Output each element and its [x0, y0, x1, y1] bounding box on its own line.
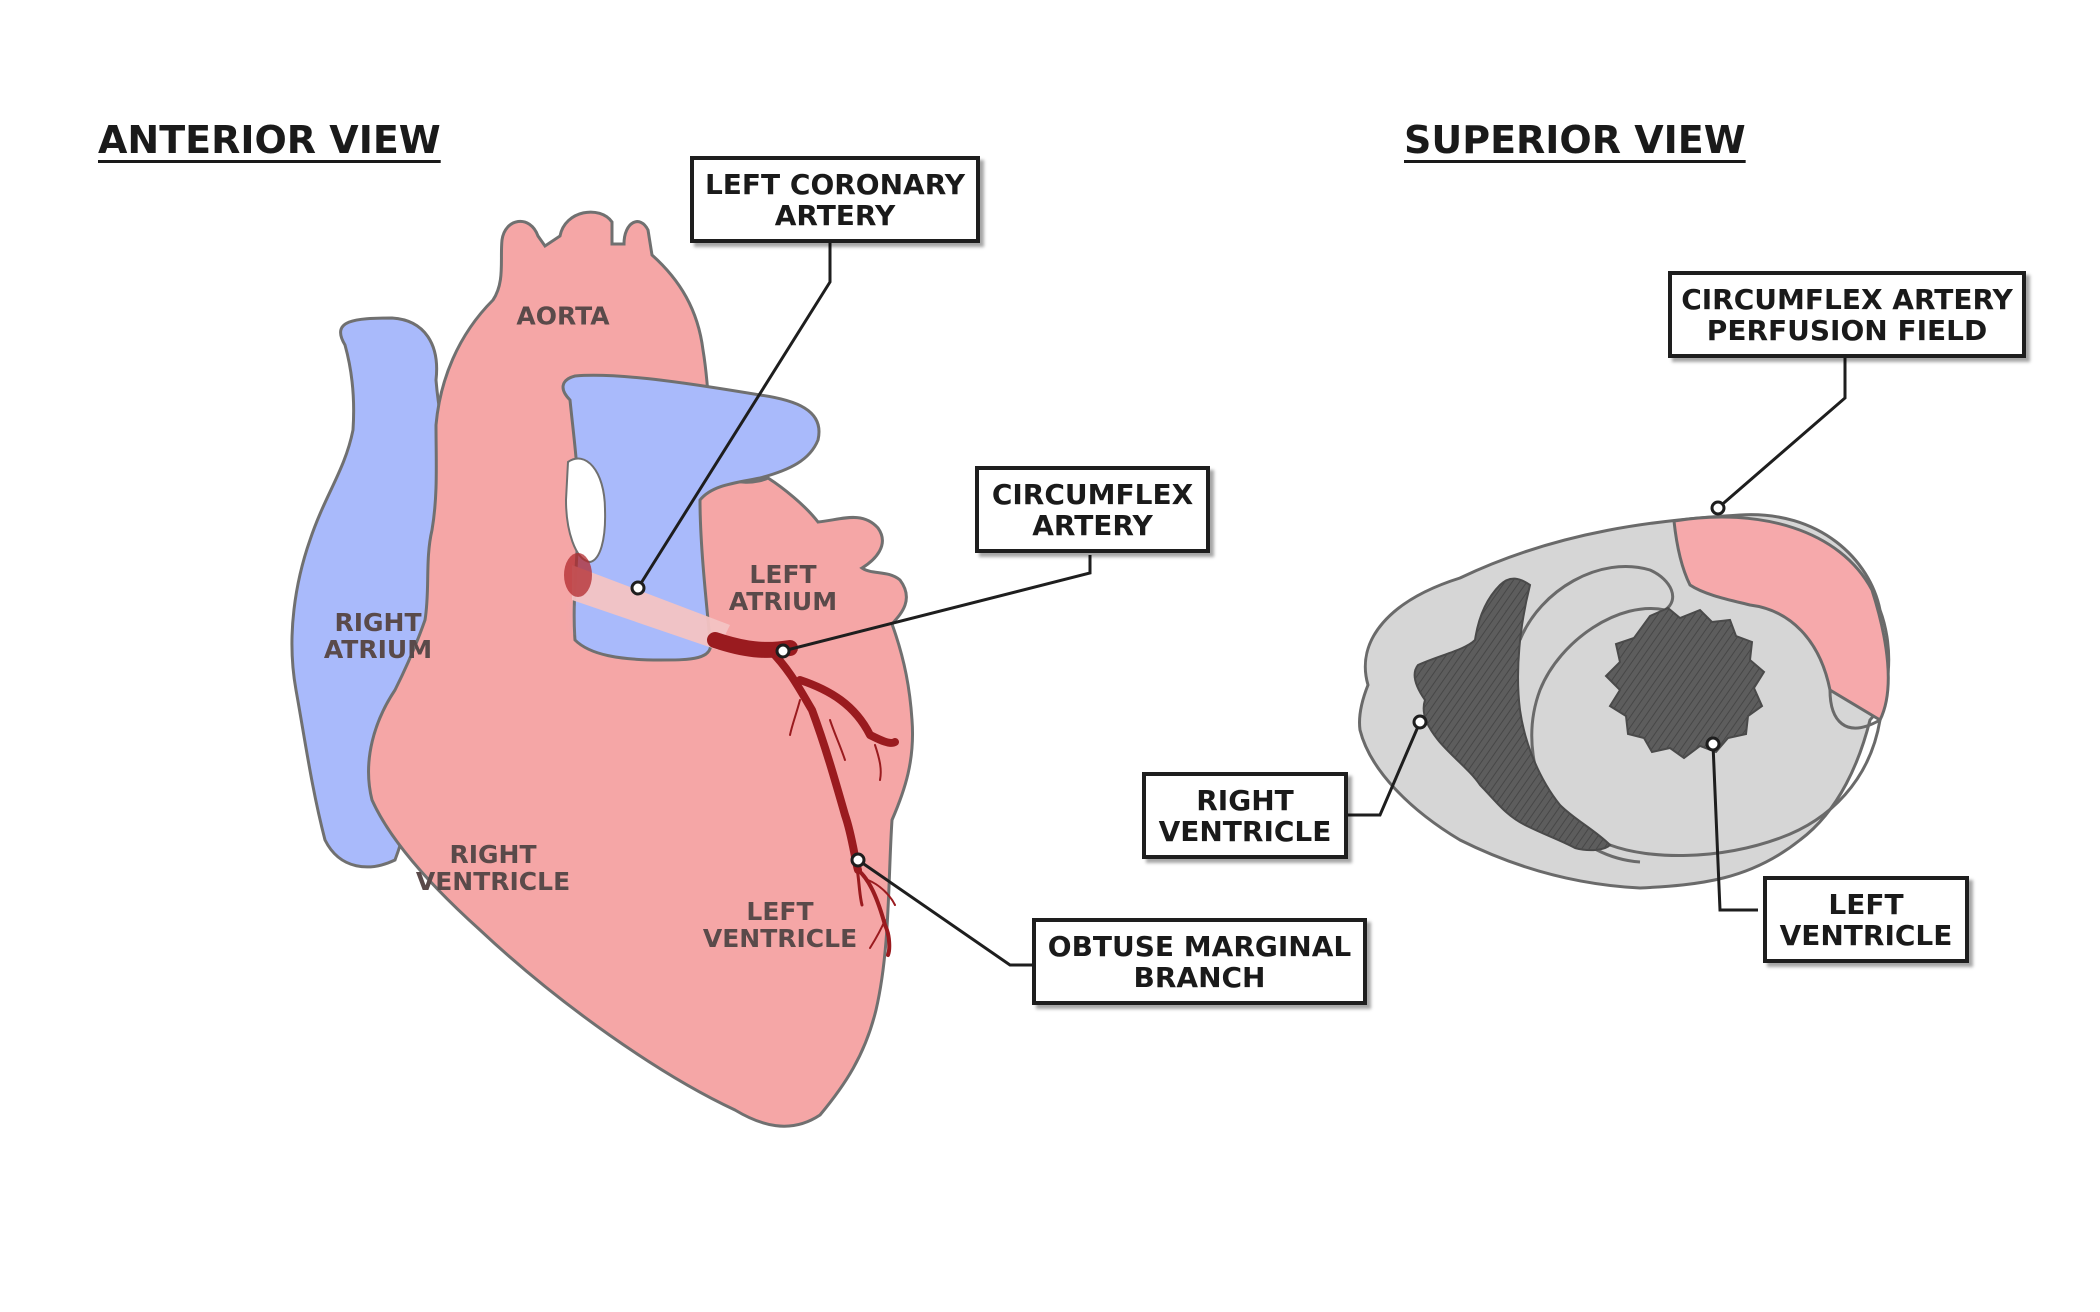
superior-lv-cavity: [1604, 606, 1766, 760]
aortic-root-shadow: [565, 600, 690, 650]
circumflex-artery-vessels: [707, 632, 899, 957]
superior-perfusion-field: [1672, 515, 1890, 723]
label-right-atrium: RIGHT ATRIUM: [323, 608, 433, 664]
callout-left-coronary-artery: LEFT CORONARY ARTERY: [690, 156, 980, 243]
label-aorta: AORTA: [516, 301, 610, 331]
callout-circumflex-artery: CIRCUMFLEX ARTERY: [975, 466, 1210, 553]
callout-perfusion-field: CIRCUMFLEX ARTERY PERFUSION FIELD: [1668, 271, 2026, 358]
superior-rv-cavity: [1413, 577, 1612, 852]
callout-obtuse-marginal-branch: OBTUSE MARGINAL BRANCH: [1032, 918, 1367, 1005]
anterior-leader-dots: [630, 580, 866, 868]
callout-superior-right-ventricle: RIGHT VENTRICLE: [1142, 772, 1348, 859]
left-coronary-origin: [564, 553, 592, 597]
great-vessel-gap: [564, 457, 607, 564]
label-left-ventricle: LEFT VENTRICLE: [702, 897, 858, 953]
callout-superior-left-ventricle: LEFT VENTRICLE: [1763, 876, 1969, 963]
anterior-view-title: ANTERIOR VIEW: [98, 118, 441, 162]
left-coronary-artery-vessel: [572, 565, 730, 650]
heart-body-shape: [367, 210, 915, 1128]
anterior-leader-lines: [636, 242, 1092, 967]
label-left-atrium: LEFT ATRIUM: [728, 560, 838, 616]
superior-view-title: SUPERIOR VIEW: [1404, 118, 1746, 162]
label-right-ventricle: RIGHT VENTRICLE: [415, 840, 571, 896]
superior-leader-lines: [1345, 356, 1847, 912]
superior-leader-dots: [1412, 500, 1726, 752]
